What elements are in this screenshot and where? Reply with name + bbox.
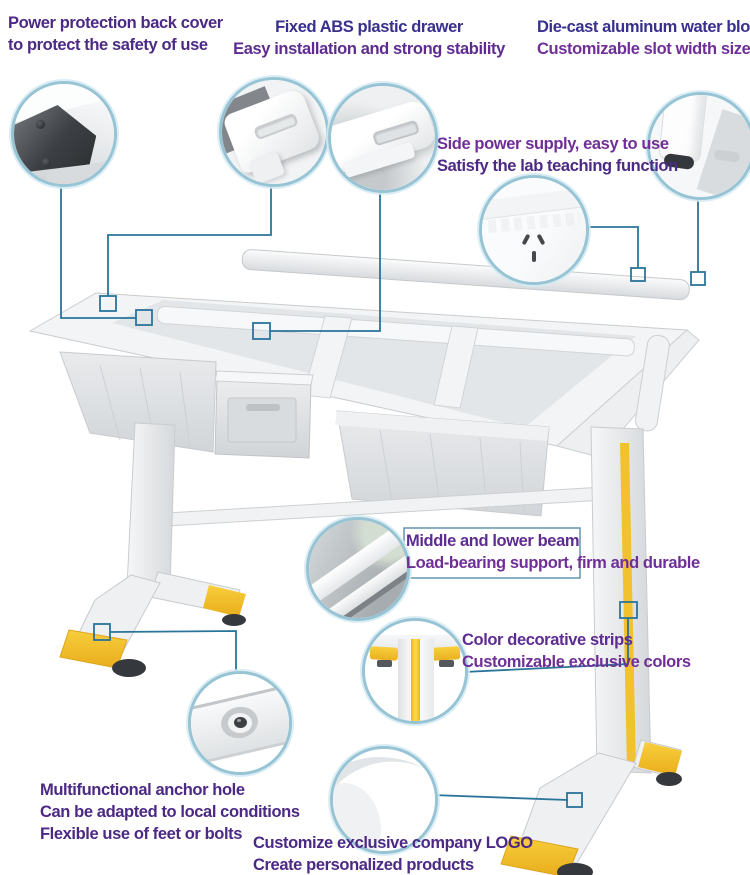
desk-left-rear-glide xyxy=(222,614,246,626)
desk-right-leg xyxy=(590,426,652,774)
connector-drawer-right xyxy=(270,189,381,332)
desk-back-rail xyxy=(241,249,690,301)
desk-right-rear-glide xyxy=(656,772,682,786)
callout-color-strips-line2: Customizable exclusive colors xyxy=(462,653,691,671)
screw-icon xyxy=(36,120,45,129)
anchor-hole-detail-circle xyxy=(188,671,292,775)
desk-right-front-foot-pad xyxy=(500,835,579,875)
connector-logo xyxy=(431,794,569,801)
drawer-clip-right-detail-circle xyxy=(328,83,438,193)
connector-anchor-hole xyxy=(109,630,237,671)
desk-right-tray-ribs xyxy=(379,429,525,513)
callout-back-cover: Power protection back cover to protect t… xyxy=(8,12,223,56)
marker-drawer-left xyxy=(99,295,117,312)
callout-side-power-line2: Satisfy the lab teaching function xyxy=(437,157,678,175)
side-power-detail-circle xyxy=(479,175,589,285)
anchor-hole xyxy=(234,717,247,728)
callout-side-power-line1: Side power supply, easy to use xyxy=(437,135,669,153)
connector-back-cover xyxy=(60,183,136,319)
callout-drawer-line1: Fixed ABS plastic drawer xyxy=(275,18,463,36)
desk-right-side-rail xyxy=(634,334,670,432)
desk-left-front-glide xyxy=(112,659,146,677)
desk-cross-member xyxy=(302,315,353,399)
yellow-foot-pad xyxy=(431,646,461,661)
power-outlet-slot xyxy=(532,251,536,262)
callout-anchor-hole: Multifunctional anchor hole Can be adapt… xyxy=(40,779,300,845)
middle-beam-detail-circle xyxy=(306,517,410,621)
callout-anchor-hole-line3: Flexible use of feet or bolts xyxy=(40,825,243,843)
callout-back-cover-line2: to protect the safety of use xyxy=(8,36,208,54)
marker-water-block xyxy=(690,271,706,286)
color-strip-detail-circle xyxy=(362,618,468,724)
anchor-hole-highlight xyxy=(237,719,241,722)
back-cover-detail-circle xyxy=(11,81,117,187)
desk-left-rear-foot-pad xyxy=(203,585,246,617)
callout-anchor-hole-line1: Multifunctional anchor hole xyxy=(40,781,245,799)
callout-water-block: Die-cast aluminum water bloc Customizabl… xyxy=(537,16,750,60)
desk-right-rear-foot-pad xyxy=(638,742,682,776)
desk-drawer-lip xyxy=(214,370,314,386)
foot-glide xyxy=(377,660,392,667)
yellow-decorative-stripe xyxy=(411,639,420,721)
logo-area-detail-circle xyxy=(330,746,438,854)
water-block-detail-circle xyxy=(647,92,750,200)
callout-water-block-line1: Die-cast aluminum water bloc xyxy=(537,18,750,36)
desk-right-front-glide xyxy=(557,863,593,875)
screw-icon xyxy=(42,158,51,167)
callout-middle-beam-line1: Middle and lower beam xyxy=(406,532,580,550)
callout-middle-beam: Middle and lower beam Load-bearing suppo… xyxy=(406,530,700,574)
desk-right-tray-lip xyxy=(335,411,549,441)
callout-color-strips-line1: Color decorative strips xyxy=(462,631,633,649)
desk-left-tray xyxy=(59,351,217,453)
marker-back-cover xyxy=(135,309,153,326)
connector-drawer-left xyxy=(107,183,272,296)
marker-side-power xyxy=(630,267,646,282)
callout-water-block-line2: Customizable slot width size xyxy=(537,40,750,58)
callout-color-strips: Color decorative strips Customizable exc… xyxy=(462,629,691,673)
marker-drawer-right xyxy=(252,322,271,340)
connector-side-power xyxy=(585,226,639,268)
yellow-foot-pad xyxy=(369,646,399,661)
callout-anchor-hole-line2: Can be adapted to local conditions xyxy=(40,803,300,821)
marker-logo xyxy=(566,792,583,808)
desk-cross-member xyxy=(433,325,479,409)
callout-drawer-line2: Easy installation and strong stability xyxy=(233,40,505,58)
marker-color-strip xyxy=(619,601,638,619)
desk-drawer-handle xyxy=(246,404,280,411)
callout-back-cover-line1: Power protection back cover xyxy=(8,14,223,32)
drawer-clip-left-detail-circle xyxy=(219,77,329,187)
connector-color-strip xyxy=(463,618,629,673)
callout-side-power: Side power supply, easy to use Satisfy t… xyxy=(437,133,678,177)
callout-middle-beam-line2: Load-bearing support, firm and durable xyxy=(406,554,700,572)
foot-glide xyxy=(439,660,454,667)
callout-logo: Customize exclusive company LOGO Create … xyxy=(253,832,533,875)
callout-drawer: Fixed ABS plastic drawer Easy installati… xyxy=(224,16,514,60)
marker-anchor-hole xyxy=(93,623,111,641)
desk-right-leg-stripe xyxy=(620,443,636,768)
callout-logo-line1: Customize exclusive company LOGO xyxy=(253,834,533,852)
callout-logo-line2: Create personalized products xyxy=(253,856,474,874)
desk-center-rail xyxy=(156,305,635,357)
